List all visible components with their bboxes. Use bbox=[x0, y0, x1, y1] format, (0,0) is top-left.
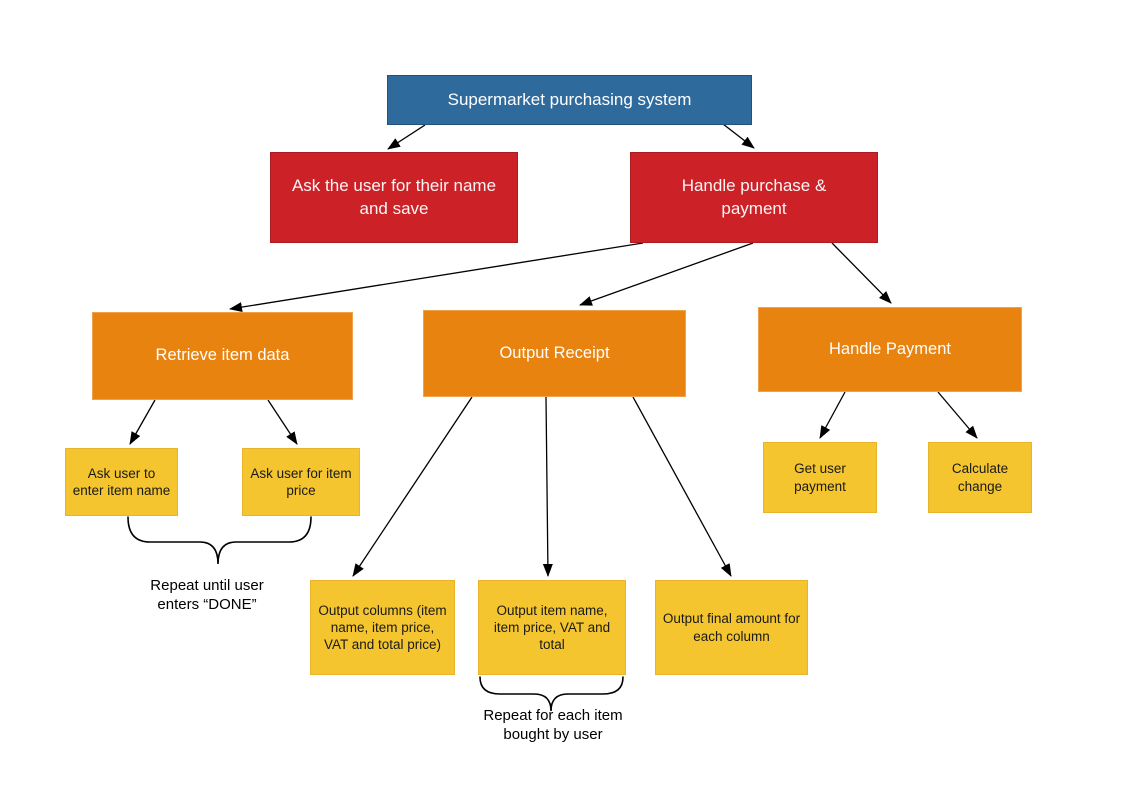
edge-handle-purchase-to-retrieve-item bbox=[229, 242, 644, 313]
node-root[interactable]: Supermarket purchasing system bbox=[387, 75, 752, 125]
node-ask-item-name[interactable]: Ask user to enter item name bbox=[65, 448, 178, 516]
annotation-repeat-done: Repeat until user enters “DONE” bbox=[150, 577, 264, 613]
annotation-repeat-items: Repeat for each item bought by user bbox=[483, 707, 623, 743]
edge-handle-purchase-to-handle-payment bbox=[831, 242, 892, 304]
edge-output-receipt-to-output-final bbox=[632, 396, 732, 577]
node-ask-item-price-label: Ask user for item price bbox=[250, 465, 352, 498]
node-get-payment[interactable]: Get user payment bbox=[763, 442, 877, 513]
edge-handle-payment-to-calculate-change bbox=[937, 391, 978, 439]
node-handle-payment[interactable]: Handle Payment bbox=[758, 307, 1022, 392]
node-output-receipt[interactable]: Output Receipt bbox=[423, 310, 686, 397]
brace-repeat-items bbox=[479, 676, 624, 712]
node-ask-item-price[interactable]: Ask user for item price bbox=[242, 448, 360, 516]
edge-retrieve-item-to-ask-item-price bbox=[267, 399, 298, 445]
edge-output-receipt-to-output-item bbox=[542, 396, 553, 577]
edge-output-receipt-to-output-columns bbox=[352, 396, 473, 577]
edge-handle-payment-to-get-payment bbox=[819, 391, 846, 439]
node-get-payment-label: Get user payment bbox=[794, 461, 846, 494]
node-output-columns[interactable]: Output columns (item name, item price, V… bbox=[310, 580, 455, 675]
node-handle-payment-label: Handle Payment bbox=[829, 339, 951, 358]
node-output-final-label: Output final amount for each column bbox=[662, 611, 801, 644]
node-retrieve-item[interactable]: Retrieve item data bbox=[92, 312, 353, 400]
node-output-receipt-label: Output Receipt bbox=[499, 343, 610, 362]
node-output-item-label: Output item name, item price, VAT and to… bbox=[493, 602, 611, 653]
node-calculate-change-label: Calculate change bbox=[951, 461, 1009, 494]
node-ask-name-label: Ask the user for their name and save bbox=[291, 176, 497, 218]
edge-handle-purchase-to-output-receipt bbox=[579, 242, 754, 306]
edge-retrieve-item-to-ask-item-name bbox=[129, 399, 156, 445]
node-handle-purchase[interactable]: Handle purchase & payment bbox=[630, 152, 878, 243]
brace-repeat-done bbox=[127, 516, 312, 565]
node-output-final[interactable]: Output final amount for each column bbox=[655, 580, 808, 675]
edge-root-to-ask-name bbox=[387, 124, 426, 150]
node-ask-name[interactable]: Ask the user for their name and save bbox=[270, 152, 518, 243]
node-ask-item-name-label: Ask user to enter item name bbox=[72, 465, 171, 498]
node-root-label: Supermarket purchasing system bbox=[447, 89, 692, 109]
node-handle-purchase-label: Handle purchase & payment bbox=[681, 176, 827, 218]
edge-root-to-handle-purchase bbox=[722, 123, 755, 149]
node-retrieve-item-label: Retrieve item data bbox=[155, 346, 290, 365]
node-calculate-change[interactable]: Calculate change bbox=[928, 442, 1032, 513]
node-output-columns-label: Output columns (item name, item price, V… bbox=[318, 602, 447, 653]
node-output-item[interactable]: Output item name, item price, VAT and to… bbox=[478, 580, 626, 675]
